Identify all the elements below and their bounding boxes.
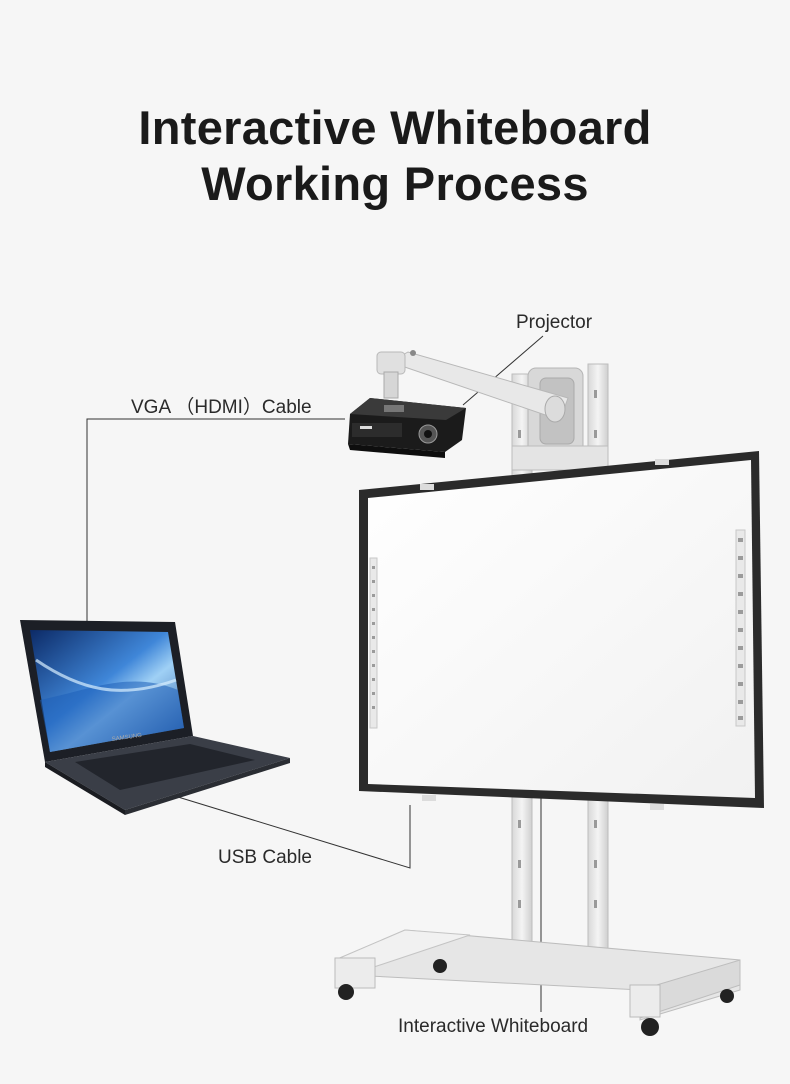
left-toolbar xyxy=(369,557,378,729)
projector-label: Projector xyxy=(516,312,593,333)
laptop-brand-logo: SAMSUNG xyxy=(111,733,142,743)
right-toolbar xyxy=(735,529,746,727)
vga-cable-line xyxy=(86,418,345,622)
page-title: Interactive Whiteboard Working Process xyxy=(0,100,790,212)
usb-cable-line xyxy=(177,796,411,869)
title-line-1: Interactive Whiteboard xyxy=(138,101,652,154)
whiteboard-label: Interactive Whiteboard xyxy=(398,1016,589,1037)
vga-cable-label: VGA （HDMI）Cable xyxy=(131,397,312,418)
projector-pointer-line xyxy=(462,335,544,406)
projector xyxy=(348,398,466,458)
laptop: SAMSUNG xyxy=(20,620,290,815)
title-line-2: Working Process xyxy=(201,157,589,210)
usb-cable-label: USB Cable xyxy=(218,847,312,868)
projector-arm xyxy=(376,350,569,423)
whiteboard xyxy=(359,451,764,810)
